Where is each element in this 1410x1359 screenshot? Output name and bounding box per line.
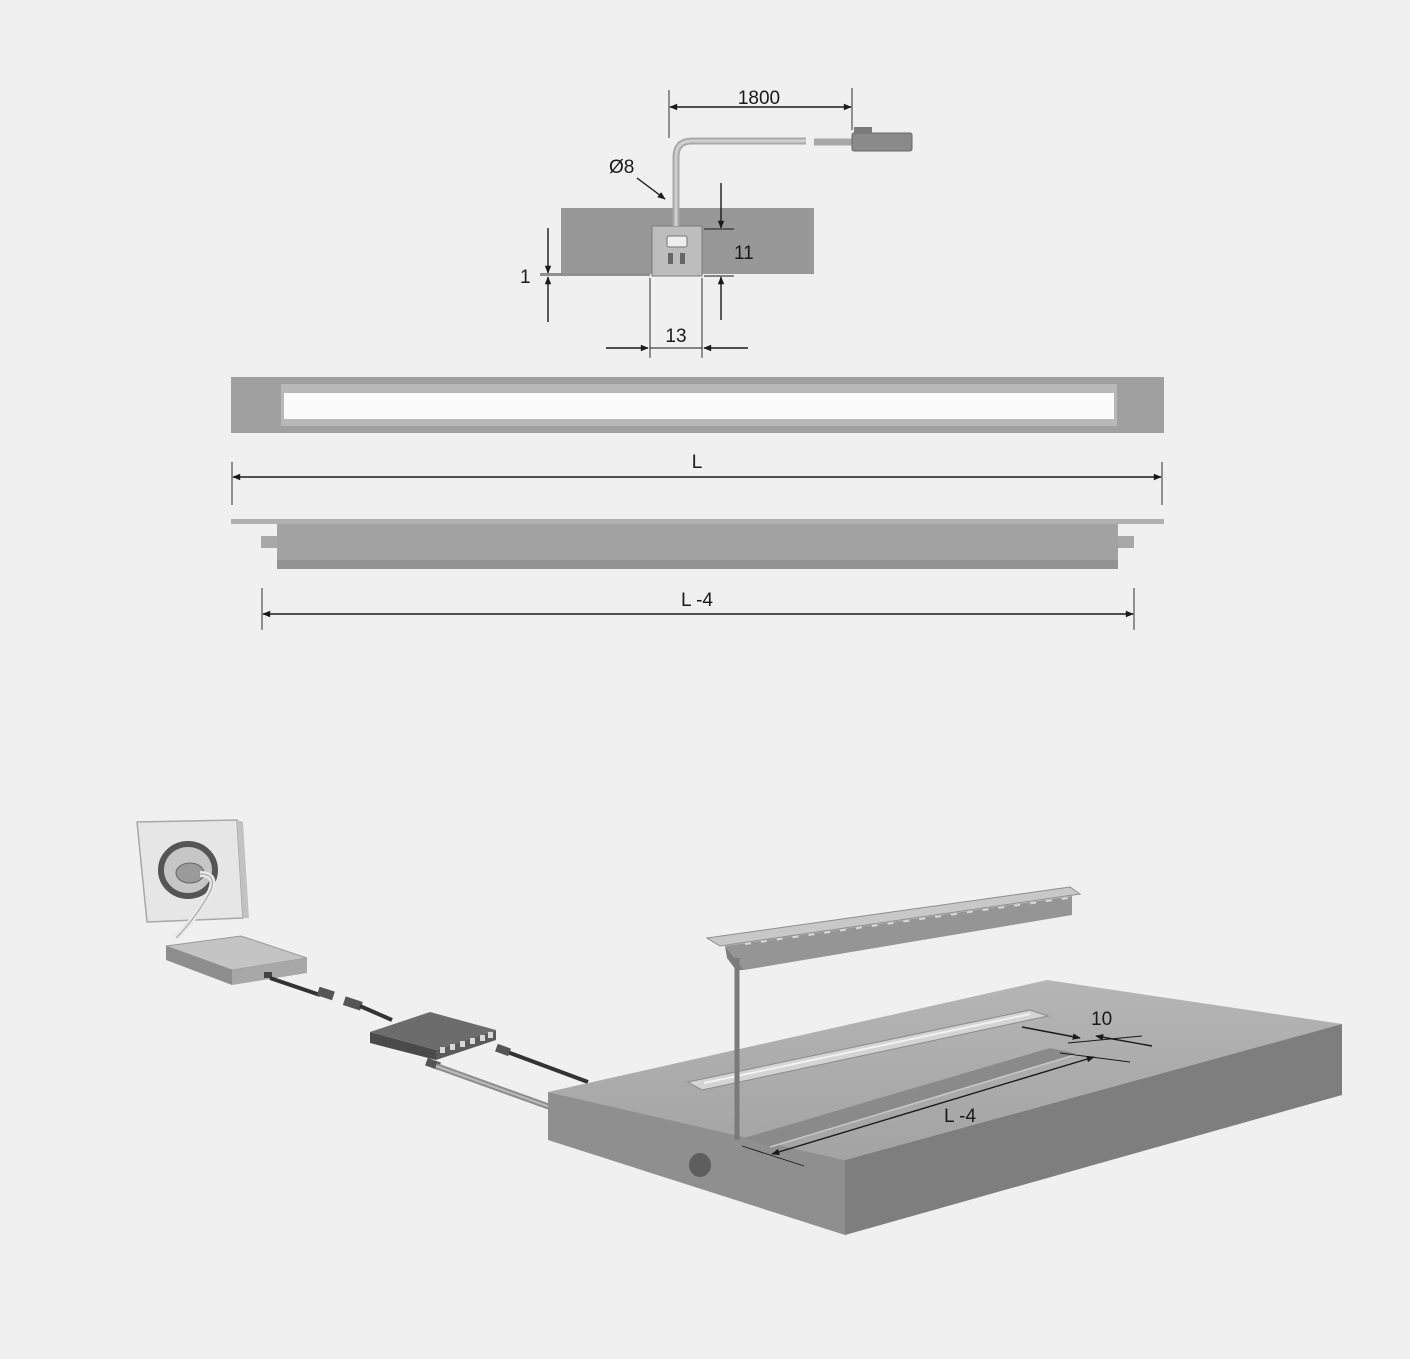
cable-hole xyxy=(689,1153,711,1177)
socket-plug xyxy=(175,862,205,884)
arrow-10-left xyxy=(1021,1026,1081,1040)
lifted-lamp-flange xyxy=(705,886,1082,947)
leader-diameter xyxy=(636,177,666,200)
splitter-port xyxy=(488,1032,493,1038)
label-profile-length: L xyxy=(692,452,703,473)
label-connector-height: 11 xyxy=(734,243,754,264)
splitter-port xyxy=(470,1038,475,1044)
connector-block xyxy=(651,225,703,277)
diffuser xyxy=(284,393,1114,419)
splitter-feed-cable xyxy=(359,1004,393,1022)
lifted-lamp-body xyxy=(725,896,1072,970)
output-connector xyxy=(495,1043,511,1057)
housing-shade xyxy=(277,560,1118,569)
ext-10-b xyxy=(1067,1035,1143,1044)
label-groove-length: L -4 xyxy=(944,1106,976,1127)
installed-lamp-diffuser xyxy=(703,1013,1031,1084)
label-housing-length: L -4 xyxy=(681,590,713,611)
top-view: L xyxy=(231,377,1164,505)
installation-view: 10 L -4 xyxy=(136,819,1342,1235)
label-groove-width: 10 xyxy=(1091,1009,1112,1030)
section-view: 1800 Ø8 11 1 13 xyxy=(520,88,913,358)
driver-side xyxy=(232,958,307,985)
connector-pin-right xyxy=(680,253,685,264)
splitter-port xyxy=(450,1044,455,1050)
ext-10-a xyxy=(1059,1052,1131,1063)
splitter-front xyxy=(370,1032,436,1060)
driver-output xyxy=(264,972,272,978)
label-connector-width: 13 xyxy=(665,326,686,347)
splitter-port xyxy=(440,1047,445,1053)
splitter-port xyxy=(480,1035,485,1041)
mains-cable-outline xyxy=(175,873,213,939)
driver-front xyxy=(166,946,232,985)
cable-plug-latch xyxy=(854,127,872,134)
connector-pin-left xyxy=(668,253,673,264)
driver-connector-a xyxy=(316,986,335,1001)
cable-plug xyxy=(851,132,913,152)
splitter-port xyxy=(460,1041,465,1047)
lifted-lamp-highlight xyxy=(744,897,1069,945)
label-cable-diameter: Ø8 xyxy=(609,157,634,178)
flange-line xyxy=(540,273,650,276)
connector-slot xyxy=(666,235,688,248)
flange-side xyxy=(231,519,1164,524)
clip-left xyxy=(261,536,277,548)
driver-cable xyxy=(269,976,321,997)
dim-line-groove-length xyxy=(771,1056,1095,1155)
splitter-ports xyxy=(440,1032,493,1053)
driver-connector-b xyxy=(342,996,363,1011)
splitter-output-cable xyxy=(501,1048,589,1084)
arrow-10-right xyxy=(1095,1034,1153,1047)
side-view: L -4 xyxy=(231,519,1164,630)
clip-right xyxy=(1118,536,1134,548)
ext-groove-start xyxy=(741,1145,805,1167)
label-cable-length: 1800 xyxy=(738,88,780,109)
wall-socket-edge xyxy=(237,820,249,918)
cable-highlight xyxy=(674,139,806,226)
label-flange-thickness: 1 xyxy=(520,267,531,288)
